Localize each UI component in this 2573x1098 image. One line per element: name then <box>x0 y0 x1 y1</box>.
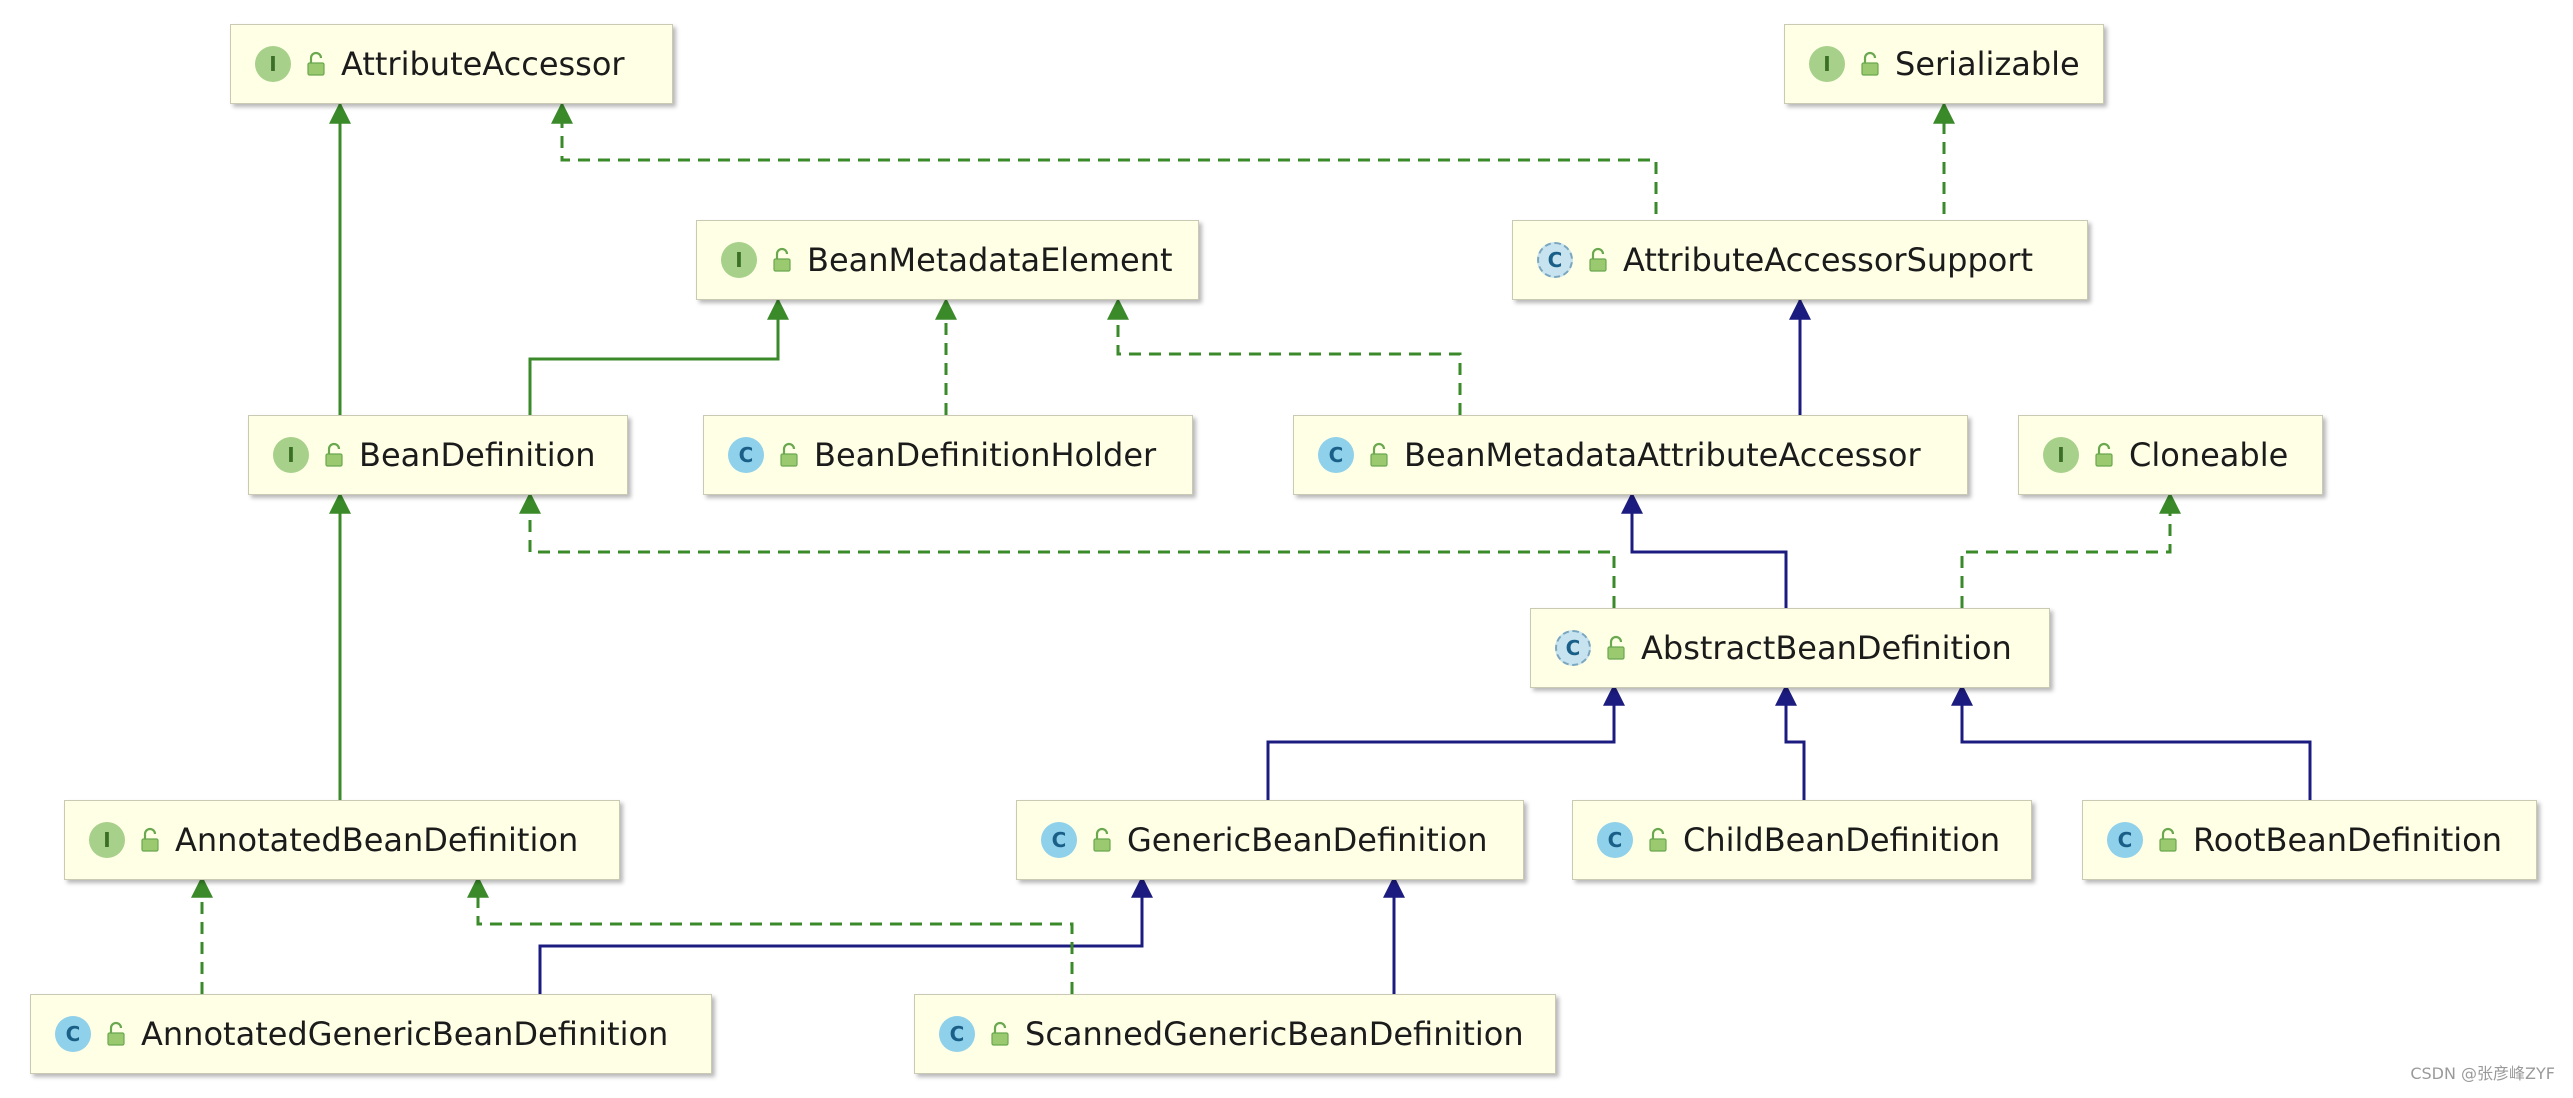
node-label: BeanMetadataElement <box>807 241 1173 279</box>
abstract-class-icon: C <box>1555 630 1591 666</box>
node-label: AbstractBeanDefinition <box>1641 629 2012 667</box>
node-scannedgenericbeandefinition[interactable]: C ScannedGenericBeanDefinition <box>914 994 1556 1074</box>
node-label: AnnotatedGenericBeanDefinition <box>141 1015 669 1053</box>
edge-genericbeandefinition-to-abstractbeandefinition <box>1266 683 1625 800</box>
class-icon: C <box>55 1016 91 1052</box>
public-access-icon <box>1861 51 1879 76</box>
node-label: BeanDefinitionHolder <box>814 436 1157 474</box>
public-access-icon <box>991 1021 1009 1046</box>
interface-icon: I <box>1809 46 1845 82</box>
node-genericbeandefinition[interactable]: C GenericBeanDefinition <box>1016 800 1524 880</box>
public-access-icon <box>307 51 325 76</box>
node-rootbeandefinition[interactable]: C RootBeanDefinition <box>2082 800 2537 880</box>
public-access-icon <box>1370 442 1388 467</box>
node-beanmetadataelement[interactable]: I BeanMetadataElement <box>696 220 1199 300</box>
node-label: BeanMetadataAttributeAccessor <box>1404 436 1921 474</box>
public-access-icon <box>780 442 798 467</box>
public-access-icon <box>2159 827 2177 852</box>
node-serializable[interactable]: I Serializable <box>1784 24 2104 104</box>
edge-abstractbeandefinition-to-cloneable <box>1960 491 2181 608</box>
public-access-icon <box>1649 827 1667 852</box>
interface-icon: I <box>273 437 309 473</box>
interface-icon: I <box>721 242 757 278</box>
public-access-icon <box>1607 635 1625 660</box>
edge-childbeandefinition-to-abstractbeandefinition <box>1775 683 1806 800</box>
edge-annotatedgeneric-to-genericbeandefinition <box>538 875 1153 994</box>
interface-icon: I <box>89 822 125 858</box>
abstract-class-icon: C <box>1537 242 1573 278</box>
node-label: AttributeAccessorSupport <box>1623 241 2034 279</box>
edge-beandefinition-to-beanmetadataelement <box>528 297 789 415</box>
edge-scannedgeneric-to-annotatedbeandefinition <box>467 875 1074 994</box>
node-label: Cloneable <box>2129 436 2289 474</box>
public-access-icon <box>325 442 343 467</box>
node-attributeaccessor[interactable]: I AttributeAccessor <box>230 24 673 104</box>
public-access-icon <box>107 1021 125 1046</box>
node-label: AttributeAccessor <box>341 45 625 83</box>
node-beandefinitionholder[interactable]: C BeanDefinitionHolder <box>703 415 1193 495</box>
edge-abstractbeandefinition-to-beandefinition <box>519 491 1616 608</box>
edge-attributeaccessorsupport-to-attributeaccessor <box>551 101 1658 214</box>
node-annotatedbeandefinition[interactable]: I AnnotatedBeanDefinition <box>64 800 620 880</box>
edge-abstractbeandefinition-to-beanmetadataattributeaccessor <box>1621 491 1788 608</box>
class-icon: C <box>728 437 764 473</box>
class-icon: C <box>1318 437 1354 473</box>
watermark: CSDN @张彦峰ZYF <box>2410 1064 2555 1083</box>
node-label: BeanDefinition <box>359 436 596 474</box>
node-label: Serializable <box>1895 45 2080 83</box>
class-icon: C <box>2107 822 2143 858</box>
public-access-icon <box>1093 827 1111 852</box>
node-annotatedgenericbeandefinition[interactable]: C AnnotatedGenericBeanDefinition <box>30 994 712 1074</box>
node-label: AnnotatedBeanDefinition <box>175 821 579 859</box>
node-cloneable[interactable]: I Cloneable <box>2018 415 2323 495</box>
node-childbeandefinition[interactable]: C ChildBeanDefinition <box>1572 800 2032 880</box>
node-abstractbeandefinition[interactable]: C AbstractBeanDefinition <box>1530 608 2050 688</box>
class-icon: C <box>1041 822 1077 858</box>
node-label: ScannedGenericBeanDefinition <box>1025 1015 1524 1053</box>
node-beandefinition[interactable]: I BeanDefinition <box>248 415 628 495</box>
public-access-icon <box>2095 442 2113 467</box>
node-label: ChildBeanDefinition <box>1683 821 2001 859</box>
node-attributeaccessorsupport[interactable]: C AttributeAccessorSupport <box>1512 220 2088 300</box>
node-label: GenericBeanDefinition <box>1127 821 1488 859</box>
public-access-icon <box>1589 247 1607 272</box>
edge-rootbeandefinition-to-abstractbeandefinition <box>1951 683 2312 800</box>
public-access-icon <box>773 247 791 272</box>
node-beanmetadataattributeaccessor[interactable]: C BeanMetadataAttributeAccessor <box>1293 415 1968 495</box>
interface-icon: I <box>2043 437 2079 473</box>
edge-beanmetadataattributeaccessor-to-beanmetadataelement <box>1107 297 1462 415</box>
class-icon: C <box>939 1016 975 1052</box>
interface-icon: I <box>255 46 291 82</box>
class-icon: C <box>1597 822 1633 858</box>
node-label: RootBeanDefinition <box>2193 821 2502 859</box>
public-access-icon <box>141 827 159 852</box>
